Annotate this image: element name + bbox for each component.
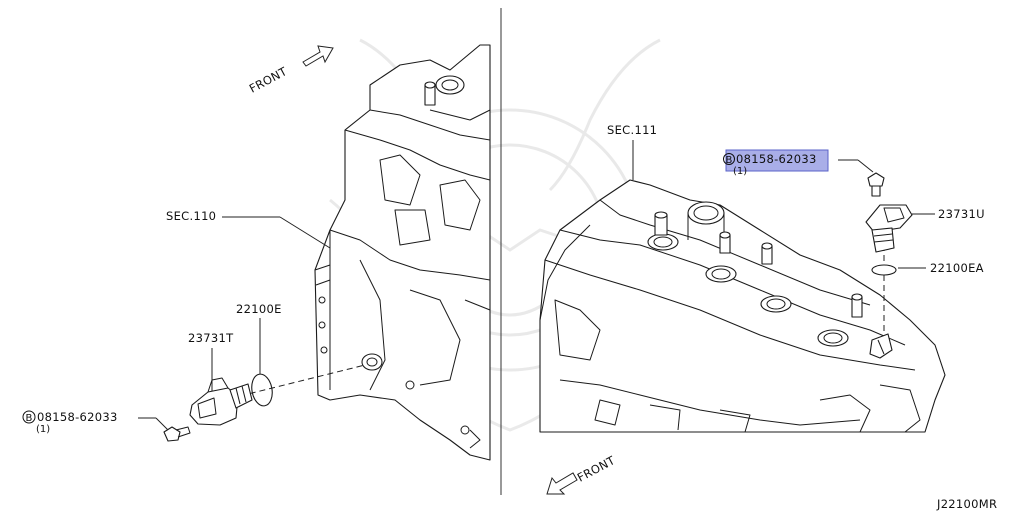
right-bolt-leader-2 [857,159,874,173]
left-install-line [239,364,366,397]
right-front-label: FRONT [575,453,618,485]
right-bolt [867,172,885,197]
right-bolt-prefix: B [726,155,733,166]
left-engine-block [314,44,491,461]
left-oring [251,373,273,407]
right-bolt-prefix-icon [723,153,735,165]
left-oring-label: 22100E [236,302,282,316]
left-cam-sensor [189,377,253,426]
left-front-label: FRONT [247,64,290,96]
left-bolt-qty: (1) [36,424,50,435]
right-engine-head [539,179,946,433]
right-sensor-label: 23731U [938,207,985,221]
right-bolt-part-number: 08158-62033 [736,152,817,166]
left-bolt-prefix-icon [22,410,36,424]
right-bolt-label-group: B 08158-62033 (1) [723,152,817,177]
left-panel: FRONT [22,44,491,461]
right-oring [871,264,897,276]
left-bolt-leader-2 [155,417,169,431]
right-panel: SEC.111 23731U 22100EA B 08158-62033 [539,123,985,495]
right-bolt-qty: (1) [733,166,747,177]
right-section-label: SEC.111 [607,123,657,137]
left-bolt-prefix: B [26,413,33,424]
diagram-code: J22100MR [936,497,997,511]
right-oring-label: 22100EA [930,261,984,275]
left-bolt [163,426,191,442]
left-bolt-label-group: B 08158-62033 (1) [22,410,118,435]
left-bolt-part-number: 08158-62033 [37,410,118,424]
left-section-leader-2 [279,216,331,249]
left-section-label: SEC.110 [166,209,216,223]
right-bolt-highlight[interactable] [725,149,829,172]
right-front-arrow-icon [546,472,578,495]
right-cam-sensor [865,204,913,253]
left-front-arrow-icon [302,45,334,67]
left-sensor-label: 23731T [188,331,234,345]
